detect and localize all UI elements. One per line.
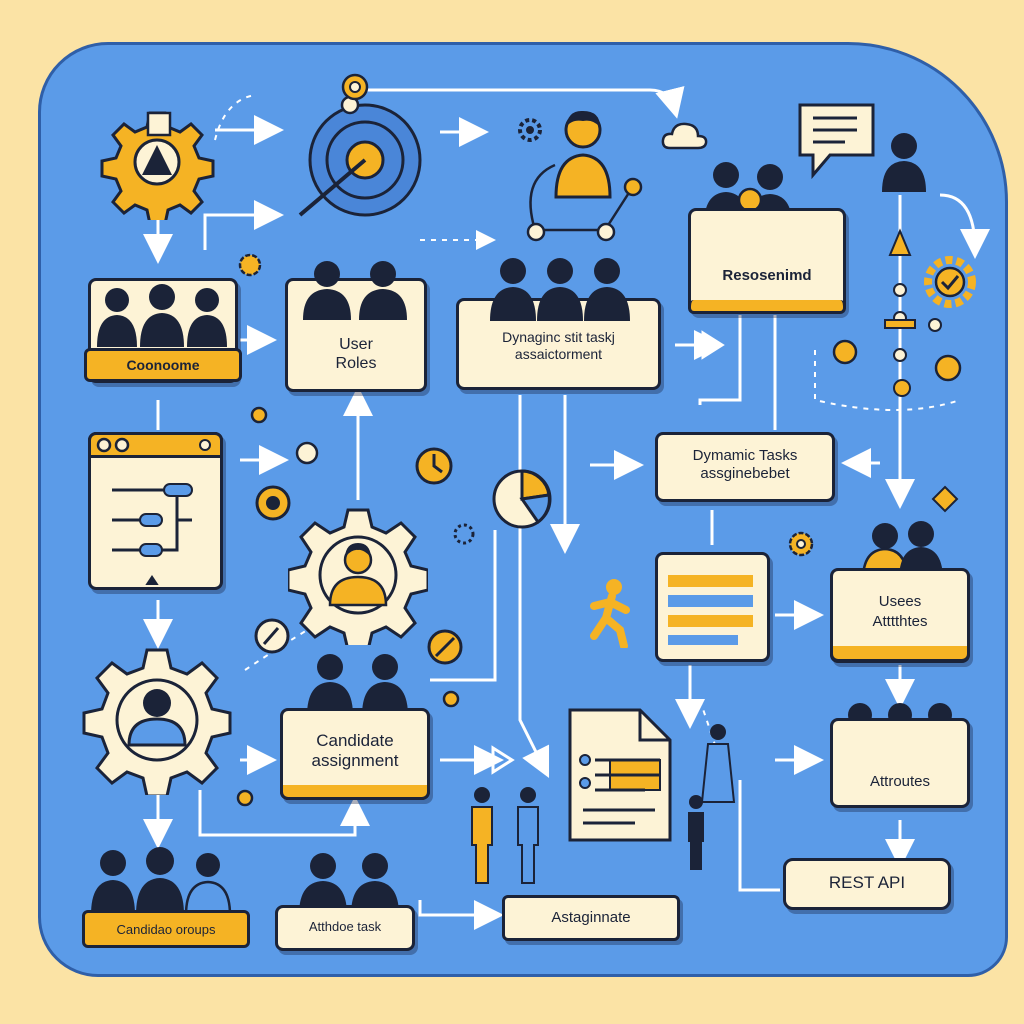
triangle-marker-icon (888, 228, 912, 256)
arrow-center-line (518, 395, 550, 779)
arrow-bottom-to-ast (418, 900, 504, 930)
play-arrow-icon (701, 330, 725, 360)
radar-target-icon (298, 95, 422, 217)
cloud-icon (661, 122, 708, 150)
gear-user-icon (288, 508, 428, 645)
usees-accent (830, 646, 970, 662)
pair-icon-2 (307, 654, 408, 716)
small-gear-badge-icon (453, 523, 475, 545)
astaginnate-card (502, 895, 680, 941)
arrow-top-loop (365, 85, 685, 119)
user-roles-label-line1: User (339, 336, 373, 353)
gear-check-icon (924, 256, 976, 308)
rest-api-label: REST API (828, 873, 906, 892)
chat-bubble-icon (798, 103, 875, 180)
dynamic-tasks-card (655, 432, 835, 502)
gear-warning-icon (100, 111, 215, 220)
resosenimd-label: Resosenimd (722, 267, 812, 284)
resosenimd-card (688, 208, 846, 314)
usees-label-line2: Atttthtes (872, 613, 928, 630)
play-arrow-icon-2 (491, 745, 515, 775)
dynamic-tasks-label-line2: assginebebet (700, 465, 790, 482)
diamond-icon (931, 485, 959, 513)
ring-icon-3 (236, 789, 254, 807)
compass-badge-icon (254, 618, 290, 654)
bar-document-icon (668, 575, 753, 645)
attroutes-card (830, 718, 970, 808)
arrow-rest-left (738, 780, 780, 892)
candidate-assignment-card (280, 708, 430, 800)
dashed-right-col (814, 350, 961, 411)
pie-chart-icon (492, 469, 552, 529)
dynaginc-label-line2: assaictorment (514, 346, 603, 362)
arrow-candidate-loop (198, 790, 370, 837)
pair-icon (303, 261, 407, 320)
atthdoe-task-card (275, 905, 415, 951)
small-gear-orange-icon (788, 531, 814, 557)
coonoome-label: Coonoome (84, 348, 242, 382)
user-roles-label-line2: Roles (335, 355, 377, 372)
usees-label-line1: Usees (878, 593, 922, 610)
user-icon (882, 133, 926, 192)
atthdoe-task-label: Atthdoe task (308, 919, 382, 934)
resosenimd-accent (688, 300, 846, 314)
ring-icon-2 (442, 690, 460, 708)
running-user-icon (590, 579, 630, 648)
gear-user-icon-2 (82, 648, 232, 795)
rest-api-card (783, 858, 951, 910)
clock-badge-icon (415, 447, 453, 485)
compass-badge-icon-right (427, 629, 463, 665)
flow-list-icon (96, 437, 211, 585)
dashed-gear-top (214, 94, 256, 141)
small-gear-icon (518, 118, 542, 142)
arrow-pie-left (430, 530, 497, 682)
network-nodes-icon (526, 222, 616, 242)
astaginnate-label: Astaginnate (551, 909, 631, 926)
document-icon (568, 708, 672, 842)
group-icon (97, 284, 227, 347)
arrow-reso-left (698, 315, 742, 405)
small-badge-icon (295, 441, 319, 465)
badge-icon-left (255, 485, 291, 521)
dot-cluster-icon (832, 283, 962, 397)
gear-dot-icon (238, 253, 262, 277)
standing-users-icon (471, 787, 539, 884)
trio-icon (490, 258, 630, 321)
window-list-card (88, 432, 223, 590)
candidao-groups-label: Candidao oroups (82, 910, 250, 948)
dynaginc-label-line1: Dynaginc stit taskj (502, 329, 615, 345)
group-icon-2 (91, 847, 232, 915)
attroutes-label: Attroutes (869, 773, 931, 790)
ring-icon (250, 406, 268, 424)
dynamic-tasks-label-line1: Dymamic Tasks (692, 447, 798, 464)
arrow-right-loop (939, 193, 990, 259)
candidate-accent (280, 785, 430, 800)
user-network-icon (554, 110, 612, 199)
standing-users-icon-2 (688, 724, 736, 870)
candidate-label-line1: Candidate (316, 731, 394, 750)
arrow-radar-to-roles (203, 200, 284, 250)
network-node-icon (623, 177, 643, 197)
coin-icon (341, 73, 369, 101)
candidate-label-line2: assignment (311, 751, 399, 770)
user-roles-card (285, 278, 427, 392)
window-title-bar (88, 432, 223, 458)
